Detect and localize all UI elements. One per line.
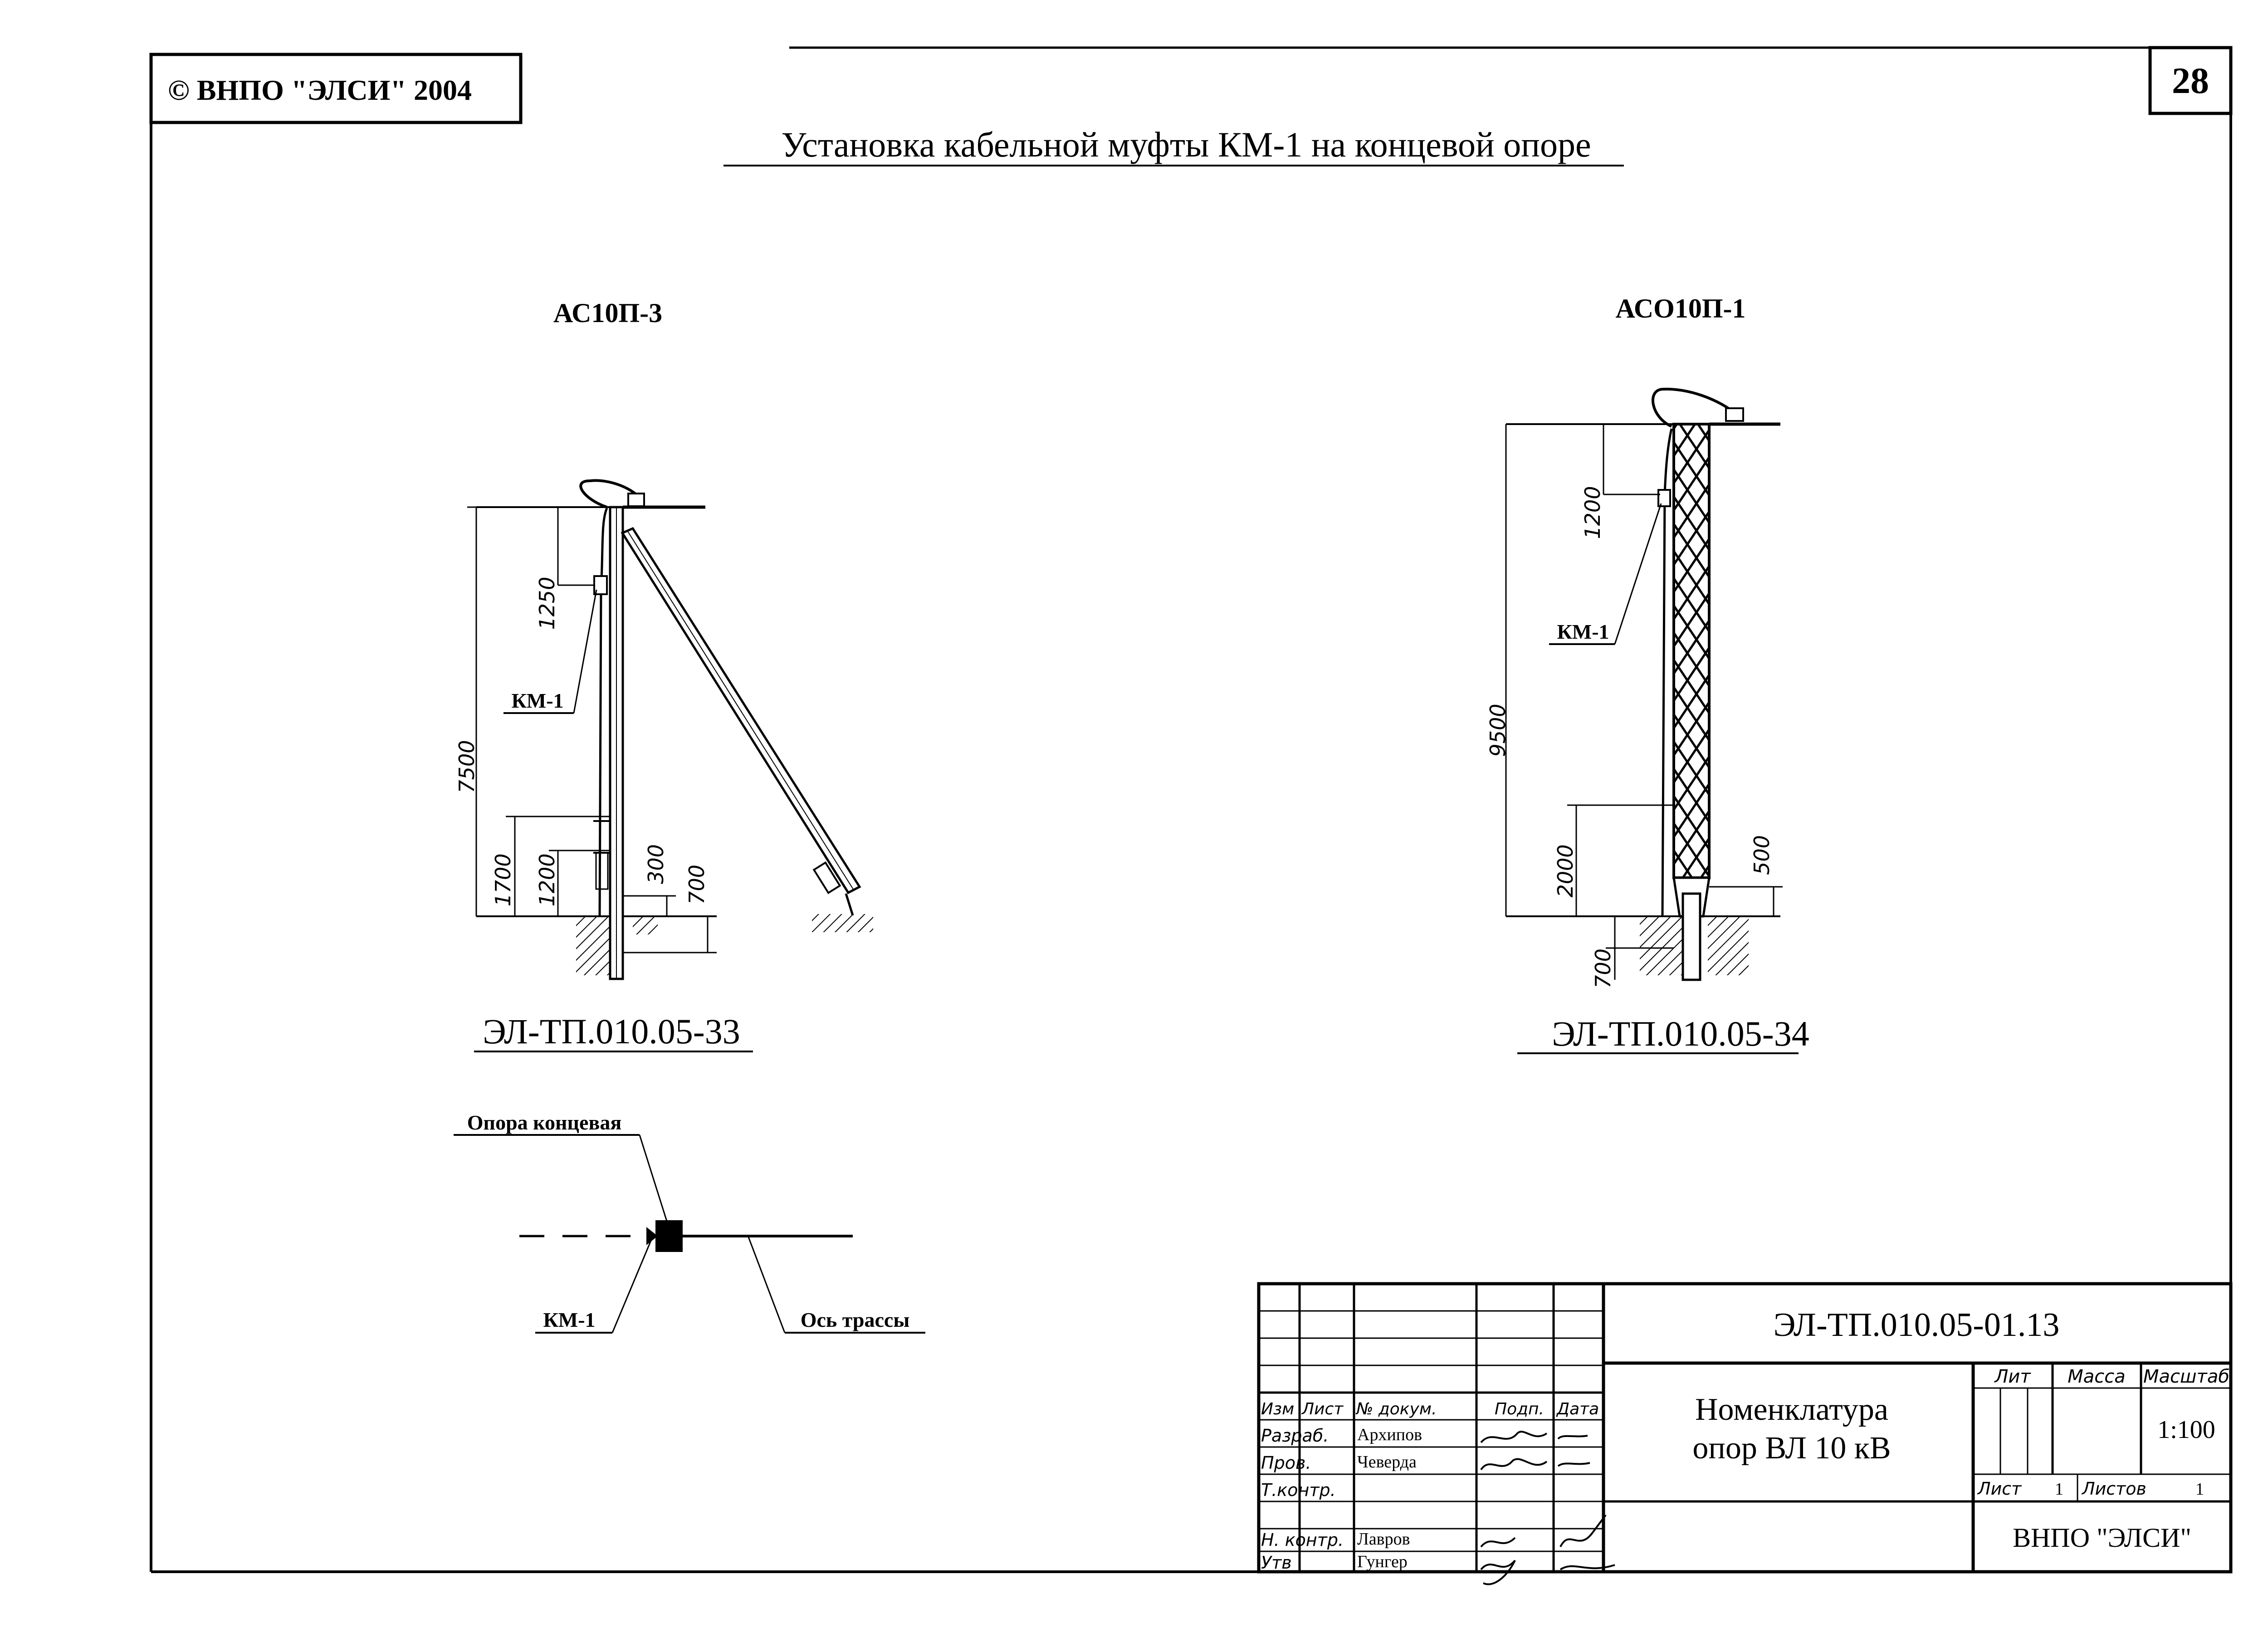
left-support-drawing: АС10П-3 7500 1250	[455, 298, 873, 1052]
copyright-text: © ВНПО "ЭЛСИ" 2004	[168, 74, 472, 106]
right-support-name: АСО10П-1	[1616, 293, 1746, 323]
tb-lit-label: Лит	[1994, 1366, 2031, 1387]
left-dim-700: 700	[684, 865, 709, 904]
tb-name-line2: опор ВЛ 10 кВ	[1692, 1431, 1891, 1466]
title-block-text: ЭЛ-ТП.010.05-01.13 Номенклатура опор ВЛ …	[1261, 1306, 2229, 1585]
tb-name-razrab: Архипов	[1357, 1425, 1422, 1444]
tb-org: ВНПО "ЭЛСИ"	[2013, 1523, 2191, 1553]
right-dim-700: 700	[1591, 948, 1615, 988]
tb-sheet-label: Лист	[1977, 1479, 2022, 1499]
tb-header-list: Лист	[1301, 1400, 1344, 1418]
plan-support-label: Опора концевая	[467, 1111, 621, 1134]
tb-role-utv: Утв	[1261, 1553, 1292, 1573]
right-dim-top: 1200	[1580, 486, 1605, 539]
tb-mass-label: Масса	[2068, 1366, 2126, 1387]
right-dim-bottom: 2000	[1553, 844, 1578, 897]
right-dim-500: 500	[1750, 835, 1774, 875]
left-dim-top: 1250	[535, 577, 559, 630]
tb-name-utv: Гунгер	[1357, 1552, 1408, 1571]
signature-marks	[1480, 1431, 1615, 1585]
sheet-number: 28	[2172, 60, 2209, 101]
sheet-number-box: 28	[2148, 46, 2233, 115]
plan-axis-label: Ось трассы	[801, 1308, 910, 1331]
tb-sheets-value: 1	[2195, 1480, 2204, 1499]
tb-sheets-label: Листов	[2081, 1479, 2146, 1499]
left-dim-300: 300	[644, 844, 668, 884]
tb-doc-code: ЭЛ-ТП.010.05-01.13	[1774, 1306, 2060, 1344]
tb-scale-value: 1:100	[2157, 1416, 2215, 1444]
tb-header-sign: Подп.	[1495, 1400, 1544, 1418]
tb-role-nkontr: Н. контр.	[1261, 1530, 1344, 1550]
right-support-drawing: АСО10П-1 9500 1200 2000 500	[1486, 293, 1809, 1054]
title-block	[1257, 1282, 2233, 1574]
tb-role-tkontr: Т.контр.	[1261, 1480, 1336, 1500]
tb-header-date: Дата	[1556, 1400, 1599, 1418]
left-doc-code: ЭЛ-ТП.010.05-33	[483, 1012, 740, 1051]
left-dim-bottom1: 1700	[491, 853, 515, 906]
left-km-label: КМ-1	[511, 689, 563, 712]
left-support-name: АС10П-3	[553, 298, 662, 328]
left-dim-bottom2: 1200	[535, 853, 559, 906]
tb-sheet-value: 1	[2055, 1480, 2063, 1499]
tb-name-nkontr: Лавров	[1357, 1530, 1410, 1549]
tb-header-docnum: № докум.	[1355, 1400, 1437, 1418]
right-km-label: КМ-1	[1557, 620, 1609, 643]
page-title: Установка кабельной муфты КМ-1 на концев…	[781, 125, 1591, 164]
plan-km-label: КМ-1	[543, 1308, 595, 1331]
support-symbol	[655, 1220, 683, 1252]
tb-header-izm: Изм	[1261, 1400, 1294, 1418]
right-dim-total: 9500	[1486, 704, 1510, 757]
tb-scale-label: Масштаб	[2143, 1366, 2229, 1387]
tb-role-prov: Пров.	[1261, 1453, 1311, 1473]
route-plan-diagram: Опора концевая КМ-1 Ось трассы	[454, 1111, 925, 1334]
right-doc-code: ЭЛ-ТП.010.05-34	[1552, 1014, 1809, 1053]
tb-role-razrab: Разраб.	[1261, 1426, 1329, 1446]
tb-name-line1: Номенклатура	[1695, 1392, 1888, 1427]
copyright-box: © ВНПО "ЭЛСИ" 2004	[149, 53, 523, 124]
tb-name-prov: Чеверда	[1357, 1452, 1417, 1472]
left-dim-total: 7500	[455, 740, 479, 793]
